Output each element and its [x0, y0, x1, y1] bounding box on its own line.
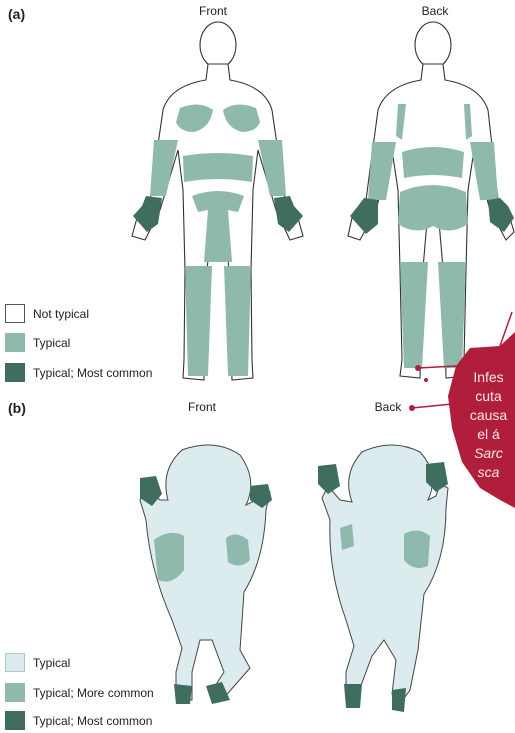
overlay-line: sca — [462, 463, 515, 482]
legend-swatch — [5, 683, 25, 702]
legend-b-item-most-common: Typical; Most common — [5, 711, 152, 730]
legend-swatch — [5, 711, 25, 730]
infant-back-left-hand — [318, 464, 340, 494]
infant-back-figure — [318, 445, 448, 712]
legend-label: Typical — [33, 656, 70, 670]
overlay-line: el á — [462, 425, 515, 444]
adult-back-figure — [348, 22, 514, 378]
legend-label: Typical; More common — [33, 686, 154, 700]
legend-label: Typical; Most common — [33, 714, 152, 728]
legend-label: Typical — [33, 336, 70, 350]
adult-front-figure — [132, 22, 303, 380]
legend-swatch — [5, 333, 25, 352]
legend-swatch — [5, 653, 25, 672]
legend-b-item-typical: Typical — [5, 653, 70, 672]
legend-swatch — [5, 304, 25, 323]
legend-a-item-not-typical: Not typical — [5, 304, 89, 323]
overlay-line: Sarc — [462, 444, 515, 463]
overlay-line: Infes — [462, 368, 515, 387]
overlay-text: Infes cuta causa el á Sarc sca — [462, 368, 515, 482]
legend-label: Typical; Most common — [33, 366, 152, 380]
infant-front-figure — [140, 445, 272, 704]
legend-b-item-more-common: Typical; More common — [5, 683, 154, 702]
legend-a-item-typical: Typical — [5, 333, 70, 352]
legend-swatch — [5, 363, 25, 382]
legend-a-item-most-common: Typical; Most common — [5, 363, 152, 382]
overlay-line: cuta — [462, 387, 515, 406]
legend-label: Not typical — [33, 307, 89, 321]
overlay-line: causa — [462, 406, 515, 425]
